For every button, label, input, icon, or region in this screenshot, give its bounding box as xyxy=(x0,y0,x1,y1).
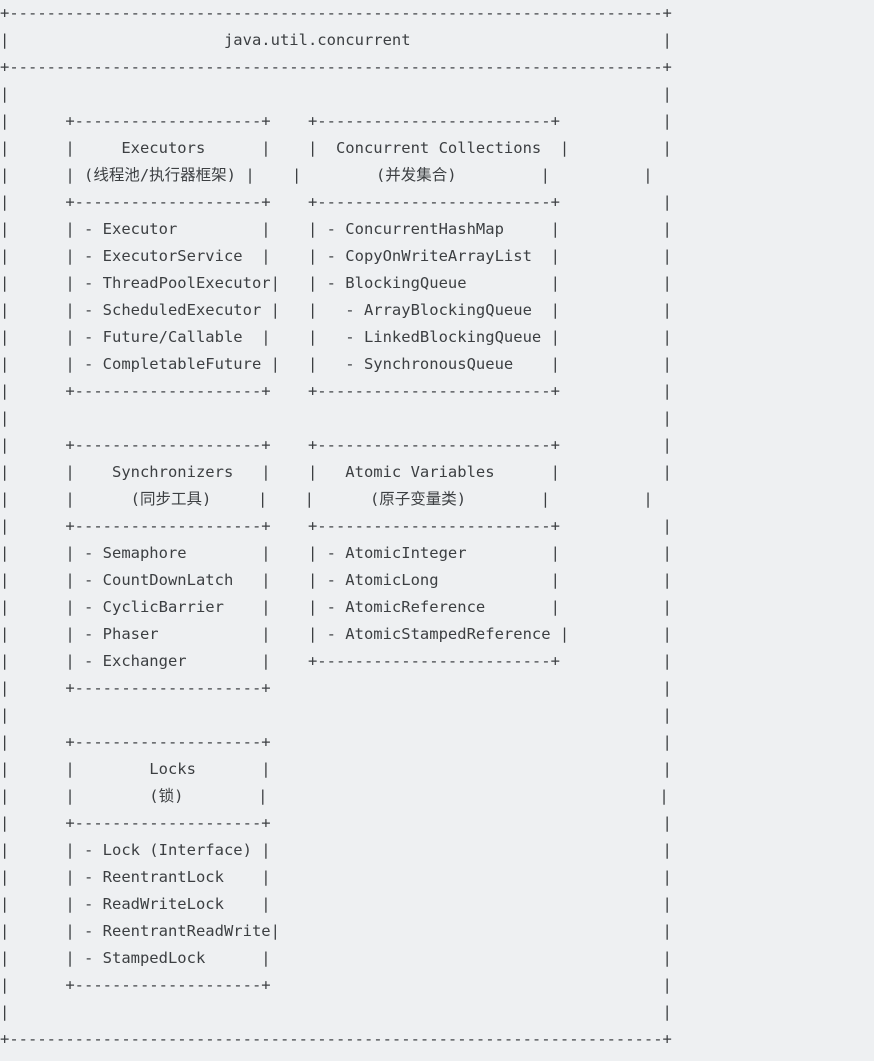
diagram-line: | | - Executor | | - ConcurrentHashMap |… xyxy=(0,220,672,238)
diagram-line: | +--------------------+ +--------------… xyxy=(0,436,672,454)
diagram-line: | | - Semaphore | | - AtomicInteger | | xyxy=(0,544,672,562)
diagram-line: | | (线程池/执行器框架) | | (并发集合) | | xyxy=(0,166,653,184)
diagram-line: | | - CountDownLatch | | - AtomicLong | … xyxy=(0,571,672,589)
diagram-line: | +--------------------+ +--------------… xyxy=(0,193,672,211)
diagram-line: | | - ReentrantReadWrite| | xyxy=(0,922,672,940)
diagram-line: | | (锁) | | xyxy=(0,787,669,805)
diagram-line: | +--------------------+ | xyxy=(0,814,672,832)
diagram-line: | | - Future/Callable | | - LinkedBlocki… xyxy=(0,328,672,346)
diagram-line: | | xyxy=(0,706,672,724)
diagram-line: | | - CompletableFuture | | - Synchronou… xyxy=(0,355,672,373)
diagram-line: | +--------------------+ +--------------… xyxy=(0,382,672,400)
diagram-line: | | - ReadWriteLock | | xyxy=(0,895,672,913)
diagram-line: | +--------------------+ +--------------… xyxy=(0,112,672,130)
diagram-line: | | - ThreadPoolExecutor| | - BlockingQu… xyxy=(0,274,672,292)
diagram-line: | +--------------------+ | xyxy=(0,976,672,994)
diagram-line: +---------------------------------------… xyxy=(0,1030,672,1048)
diagram-line: | | - ReentrantLock | | xyxy=(0,868,672,886)
diagram-line: | | xyxy=(0,85,672,103)
diagram-line: | | - CyclicBarrier | | - AtomicReferenc… xyxy=(0,598,672,616)
diagram-line: | | Synchronizers | | Atomic Variables |… xyxy=(0,463,672,481)
diagram-line: | +--------------------+ | xyxy=(0,679,672,697)
diagram-line: | +--------------------+ +--------------… xyxy=(0,517,672,535)
diagram-line: | | - Phaser | | - AtomicStampedReferenc… xyxy=(0,625,672,643)
diagram-line: | | - StampedLock | | xyxy=(0,949,672,967)
diagram-line: | | - Lock (Interface) | | xyxy=(0,841,672,859)
diagram-line: | | xyxy=(0,409,672,427)
diagram-line: | | - ExecutorService | | - CopyOnWriteA… xyxy=(0,247,672,265)
diagram-line: | | Executors | | Concurrent Collections… xyxy=(0,139,672,157)
diagram-line: | | - Exchanger | +---------------------… xyxy=(0,652,672,670)
diagram-line: | | Locks | | xyxy=(0,760,672,778)
diagram-line: +---------------------------------------… xyxy=(0,58,672,76)
diagram-line: +---------------------------------------… xyxy=(0,4,672,22)
diagram-line: | java.util.concurrent | xyxy=(0,31,672,49)
diagram-line: | +--------------------+ | xyxy=(0,733,672,751)
diagram-line: | | - ScheduledExecutor | | - ArrayBlock… xyxy=(0,301,672,319)
diagram-line: | | xyxy=(0,1003,672,1021)
diagram-line: | | (同步工具) | | (原子变量类) | | xyxy=(0,490,653,508)
